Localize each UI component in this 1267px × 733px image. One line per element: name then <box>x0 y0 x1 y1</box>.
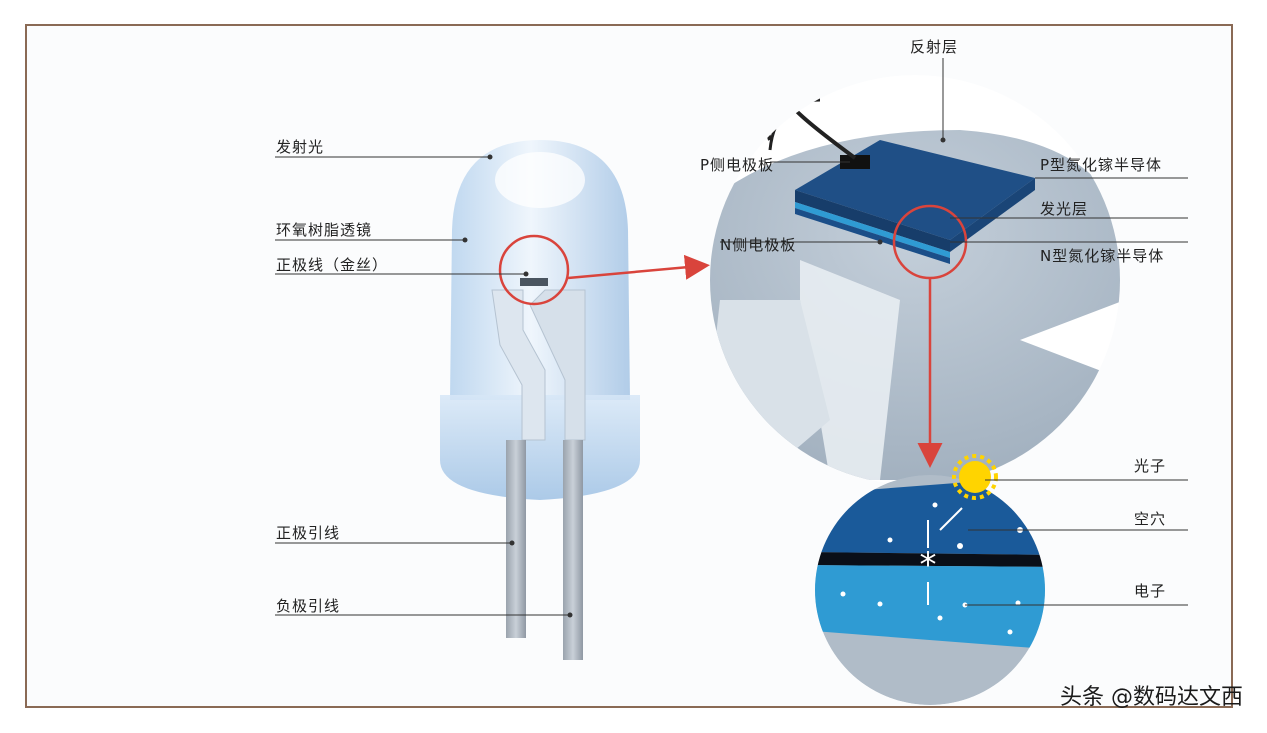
label-epoxy-lens: 环氧树脂透镜 <box>276 221 373 239</box>
led-lamp <box>440 140 640 660</box>
label-emitting-layer: 发光层 <box>1040 200 1089 218</box>
label-anode-lead: 正极引线 <box>276 524 341 542</box>
cathode-lead-wire <box>563 440 583 660</box>
lamp-base <box>440 395 640 500</box>
magnified-chip-view <box>710 75 1120 485</box>
watermark: 头条 @数码达文西 <box>1060 685 1243 710</box>
label-n-electrode: N侧电极板 <box>720 236 797 254</box>
zoom-circle-lamp <box>498 234 570 306</box>
p-electrode-pad <box>840 155 870 169</box>
label-cathode-lead: 负极引线 <box>276 597 341 615</box>
n-region <box>815 565 1045 650</box>
emitting-layer <box>795 202 950 258</box>
label-photon: 光子 <box>1134 457 1167 475</box>
photon-burst <box>952 454 998 500</box>
light-glow <box>495 152 585 208</box>
label-electron: 电子 <box>1134 582 1167 600</box>
label-reflective-layer: 反射层 <box>910 38 959 56</box>
magnified-junction-view: * <box>815 475 1045 705</box>
leader-dots-right <box>877 137 946 245</box>
label-emitted-light: 发射光 <box>276 138 325 156</box>
label-p-electrode: P侧电极板 <box>700 156 775 174</box>
leader-dots-left <box>462 154 573 618</box>
zoom-arrow-1 <box>567 254 710 280</box>
anode-lead-wire <box>506 440 526 638</box>
junction-line <box>815 552 1045 567</box>
svg-text:*: * <box>920 545 937 585</box>
label-n-gan: N型氮化镓半导体 <box>1040 247 1165 265</box>
label-p-gan: P型氮化镓半导体 <box>1040 156 1163 174</box>
leader-lines-left <box>275 156 570 616</box>
label-anode-wire: 正极线（金丝） <box>276 256 389 274</box>
label-hole: 空穴 <box>1134 510 1167 528</box>
p-region <box>815 475 1045 555</box>
leader-lines-right <box>720 58 1188 606</box>
n-gan-layer <box>795 208 950 264</box>
chip-small <box>520 278 548 286</box>
